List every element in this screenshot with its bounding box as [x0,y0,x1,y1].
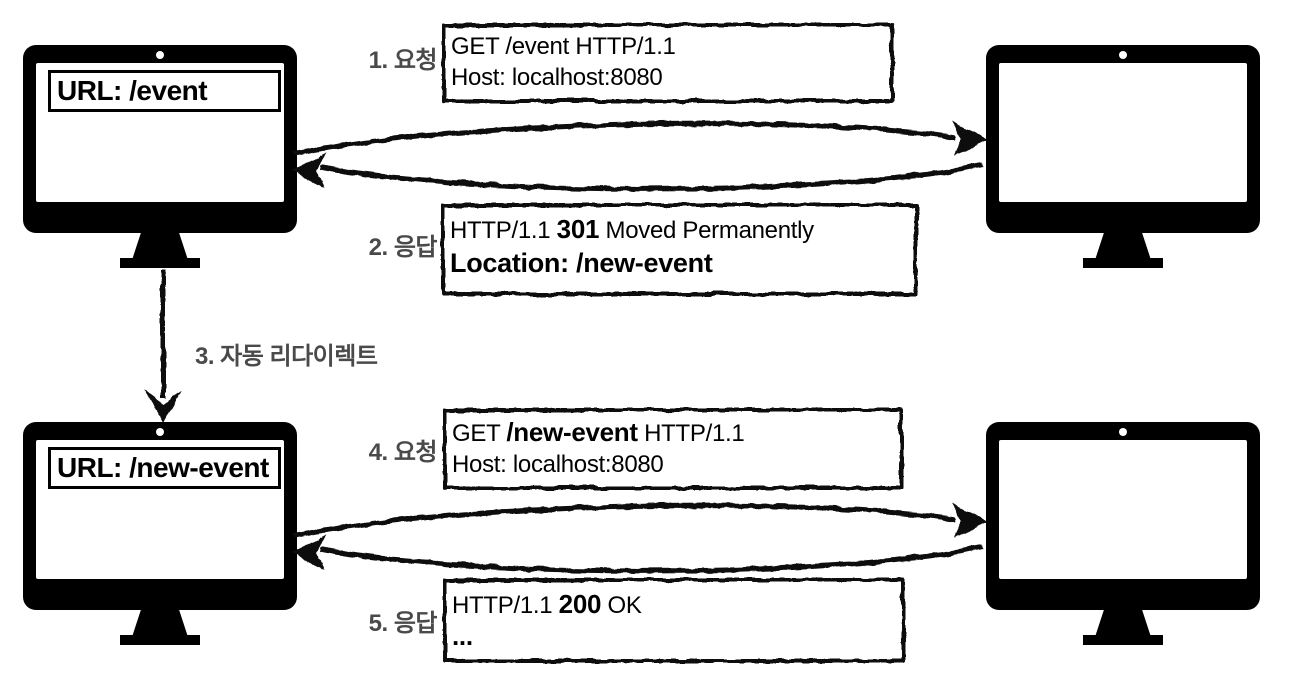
webcam-dot-icon [1119,51,1127,59]
client-monitor-top: URL: /event [23,45,297,270]
step-label-2-response: 2. 응답 [368,234,438,261]
request-arrow-line [293,121,957,157]
monitor-screen [999,440,1247,579]
message-box-response-301: HTTP/1.1 301 Moved Permanently Location:… [441,203,918,296]
status-line-post: OK [601,592,642,619]
step-label-4-request: 4. 요청 [368,439,438,466]
arrows-top-exchange [291,121,987,192]
monitor-stand [132,608,188,637]
response1-line1: HTTP/1.1 301 Moved Permanently [450,214,909,246]
monitor-stand [1095,608,1151,637]
client-monitor-bottom: URL: /new-event [23,422,297,647]
request1-line1: GET /event HTTP/1.1 [451,33,676,60]
webcam-dot-icon [156,428,164,436]
browser-url-bar-new-event: URL: /new-event [48,447,281,489]
monitor-base [1083,635,1163,645]
redirect-arrowhead-icon [144,390,182,422]
monitor-stand [132,231,188,260]
request-arrow-line [293,503,957,539]
status-line-pre: HTTP/1.1 [452,592,559,619]
location-header: Location: /new-event [450,248,713,278]
monitor-stand [1095,231,1151,260]
step-label-1-request: 1. 요청 [368,47,438,74]
status-code-200: 200 [558,589,602,619]
monitor-base [120,635,200,645]
method-pre: GET [452,420,507,447]
response-arrow-line [319,162,983,192]
request-arrowhead-icon [952,503,987,538]
response2-line1: HTTP/1.1 200 OK [452,589,896,621]
status-line-post: Moved Permanently [599,217,815,244]
sketch-border [443,578,905,663]
browser-url-bar-event: URL: /event [48,70,281,112]
monitor-base [1083,258,1163,268]
status-line-pre: HTTP/1.1 [450,217,557,244]
sketch-border [443,408,903,490]
webcam-dot-icon [156,51,164,59]
request-path-new-event: /new-event [506,417,638,447]
sketch-border [441,203,918,296]
request2-line2: Host: localhost:8080 [452,451,664,478]
server-monitor-top [986,45,1260,270]
request-arrowhead-icon [952,121,987,156]
arrows-bottom-exchange [291,503,987,574]
webcam-dot-icon [1119,428,1127,436]
http-version-post: HTTP/1.1 [637,420,745,447]
step-label-5-response: 5. 응답 [368,610,438,637]
request1-line2: Host: localhost:8080 [451,64,663,91]
request2-line1: GET /new-event HTTP/1.1 [452,417,894,449]
body-ellipsis: ... [452,621,473,651]
monitor-base [120,258,200,268]
redirect-arrow [144,269,182,422]
message-box-request-2: GET /new-event HTTP/1.1 Host: localhost:… [443,408,903,490]
monitor-screen [999,63,1247,202]
status-code-301: 301 [556,214,600,244]
response-arrowhead-icon [291,153,327,188]
message-box-response-200: HTTP/1.1 200 OK ... [443,578,905,663]
sketch-border [442,23,894,103]
step-label-3-redirect: 3. 자동 리다이렉트 [195,343,378,370]
server-monitor-bottom [986,422,1260,647]
response-arrowhead-icon [291,535,327,570]
response-arrow-line [319,544,983,574]
message-box-request-1: GET /event HTTP/1.1 Host: localhost:8080 [442,23,894,103]
